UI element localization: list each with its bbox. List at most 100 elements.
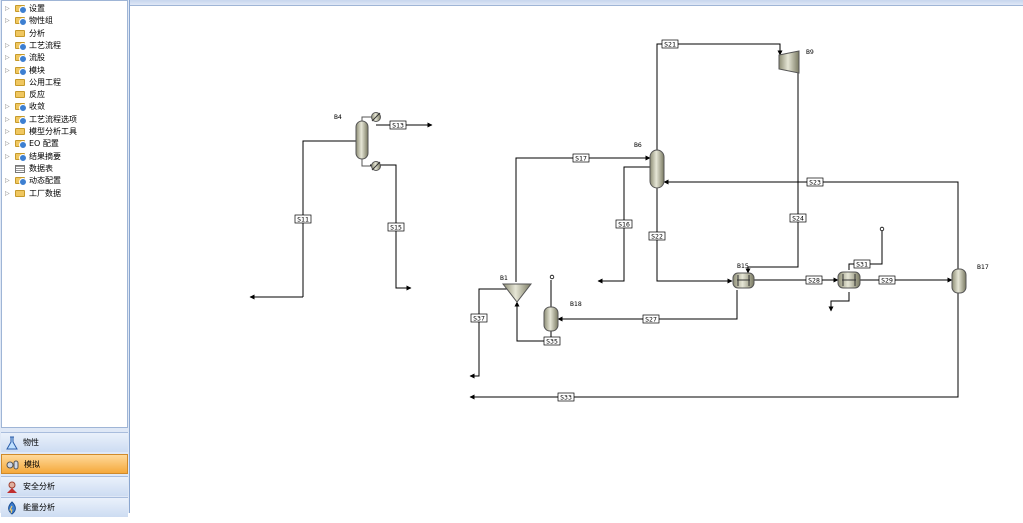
folder-icon <box>15 41 27 51</box>
tree-item[interactable]: ▷ 工艺流程 <box>2 40 127 52</box>
tree-item[interactable]: ▷ 收敛 <box>2 101 127 113</box>
expand-arrow-icon[interactable]: ▷ <box>5 54 10 62</box>
expand-arrow-icon[interactable]: ▷ <box>5 5 10 12</box>
stream-label-s31[interactable]: S31 <box>853 259 871 269</box>
tree-item-label: 动态配置 <box>29 176 61 186</box>
block-b15[interactable] <box>732 272 755 289</box>
tree-item-label: 反应 <box>29 90 45 100</box>
product-port-icon <box>879 226 885 232</box>
stream-label-text: S29 <box>881 276 893 284</box>
tree-item[interactable]: 数据表 <box>2 163 127 175</box>
tree-item-label: 工厂数据 <box>29 188 61 198</box>
stream-label-text: S16 <box>618 220 630 228</box>
nav-button[interactable]: 能量分析 <box>1 497 128 517</box>
stream-label-s16[interactable]: S16 <box>615 219 633 229</box>
folder-icon <box>15 5 27 14</box>
block-label-b15: B15 <box>737 262 749 270</box>
tree-item-label: 流股 <box>29 53 45 63</box>
nav-button[interactable]: 安全分析 <box>1 476 128 496</box>
stream-line-s22[interactable] <box>656 186 733 284</box>
folder-icon <box>15 17 27 27</box>
block-b6[interactable] <box>649 149 665 189</box>
tree-item-label: 收敛 <box>29 102 45 112</box>
block-label-b4: B4 <box>334 113 342 121</box>
stream-line-s33[interactable] <box>469 292 959 400</box>
stream-label-text: S11 <box>297 215 309 223</box>
expand-arrow-icon[interactable]: ▷ <box>5 177 10 185</box>
folder-icon <box>15 152 27 162</box>
data-browser-tree[interactable]: ▷设置▷物性组分析▷工艺流程▷流股▷模块公用工程反应▷收敛▷工艺流程选项▷模型分… <box>1 0 128 428</box>
stream-line-s11[interactable] <box>302 140 356 297</box>
stream-line-s23[interactable] <box>663 179 959 270</box>
tree-item[interactable]: ▷ 结果摘要 <box>2 151 127 163</box>
tree-item[interactable]: ▷ 动态配置 <box>2 175 127 187</box>
stream-label-s22[interactable]: S22 <box>648 231 666 241</box>
stream-label-s28[interactable]: S28 <box>805 275 823 285</box>
expand-arrow-icon[interactable]: ▷ <box>5 115 10 123</box>
tree-item[interactable]: ▷工艺流程选项 <box>2 114 127 126</box>
stream-line-s37[interactable] <box>469 288 507 379</box>
tree-item-label: 工艺流程 <box>29 40 61 50</box>
folder-icon <box>15 78 25 86</box>
tree-item[interactable]: ▷模块 <box>2 65 127 77</box>
nav-button[interactable]: 模拟 <box>1 454 128 474</box>
expand-arrow-icon[interactable]: ▷ <box>5 152 10 160</box>
stream-label-s13[interactable]: S13 <box>389 120 407 130</box>
flowsheet-canvas[interactable]: B4 B6 B9 B1 B18 B15 B17 S13S11S15S21S17S… <box>134 6 1023 513</box>
tree-item[interactable]: ▷设置 <box>2 3 127 15</box>
expand-arrow-icon[interactable]: ▷ <box>5 66 10 74</box>
tree-item[interactable]: ▷ 工厂数据 <box>2 188 127 200</box>
stream-line-s35[interactable] <box>514 301 552 342</box>
tree-item[interactable]: ▷ 流股 <box>2 52 127 64</box>
tree-item[interactable]: ▷模型分析工具 <box>2 126 127 138</box>
stream-line-s27[interactable] <box>557 290 738 322</box>
stream-line-s24[interactable] <box>745 70 799 274</box>
block-b31-exchanger[interactable] <box>837 271 861 289</box>
stream-label-s24[interactable]: S24 <box>789 213 807 223</box>
stream-line-s17[interactable] <box>515 155 651 282</box>
tree-item[interactable]: 分析 <box>2 28 127 40</box>
stream-label-s27[interactable]: S27 <box>642 314 660 324</box>
stream-label-s23[interactable]: S23 <box>806 177 824 187</box>
block-b1[interactable] <box>501 283 533 303</box>
expand-arrow-icon[interactable]: ▷ <box>5 17 10 25</box>
block-b4[interactable] <box>355 112 381 171</box>
stream-label-s15[interactable]: S15 <box>387 222 405 232</box>
product-port-icon <box>549 274 555 280</box>
folder-icon <box>15 54 27 64</box>
expand-arrow-icon[interactable]: ▷ <box>5 103 10 111</box>
expand-arrow-icon[interactable]: ▷ <box>5 189 10 197</box>
stream-label-s17[interactable]: S17 <box>572 153 590 163</box>
stream-label-s33[interactable]: S33 <box>557 392 575 402</box>
expand-arrow-icon[interactable]: ▷ <box>5 128 10 135</box>
stream-label-s29[interactable]: S29 <box>878 275 896 285</box>
stream-label-text: S33 <box>560 393 572 401</box>
nav-button[interactable]: 物性 <box>1 432 128 452</box>
nav-button-label: 能量分析 <box>23 503 55 512</box>
stream-label-s11[interactable]: S11 <box>294 214 312 224</box>
stream-label-text: S22 <box>651 232 663 240</box>
tree-item-label: 结果摘要 <box>29 151 61 161</box>
safety-icon <box>5 480 19 494</box>
tree-item-label: 公用工程 <box>29 77 61 87</box>
block-label-b6: B6 <box>634 141 642 149</box>
stream-line-s21[interactable] <box>656 43 783 151</box>
block-b18[interactable] <box>543 306 559 332</box>
stream-label-s37[interactable]: S37 <box>470 313 488 323</box>
tree-item[interactable]: ▷物性组 <box>2 15 127 27</box>
table-icon <box>15 164 25 173</box>
block-b9[interactable] <box>778 50 800 74</box>
expand-arrow-icon[interactable]: ▷ <box>5 41 10 49</box>
folder-icon <box>15 140 27 150</box>
expand-arrow-icon[interactable]: ▷ <box>5 140 10 148</box>
stream-label-s21[interactable]: S21 <box>661 39 679 49</box>
block-label-b9: B9 <box>806 48 814 56</box>
tree-item[interactable]: 公用工程 <box>2 77 127 89</box>
nav-button-label: 物性 <box>23 438 39 447</box>
stream-label-s35[interactable]: S35 <box>543 336 561 346</box>
stream-line-s31-in[interactable] <box>828 292 850 312</box>
tree-item[interactable]: ▷EO 配置 <box>2 138 127 150</box>
simulation-icon <box>6 458 20 472</box>
tree-item[interactable]: 反应 <box>2 89 127 101</box>
block-b17[interactable] <box>951 268 967 294</box>
